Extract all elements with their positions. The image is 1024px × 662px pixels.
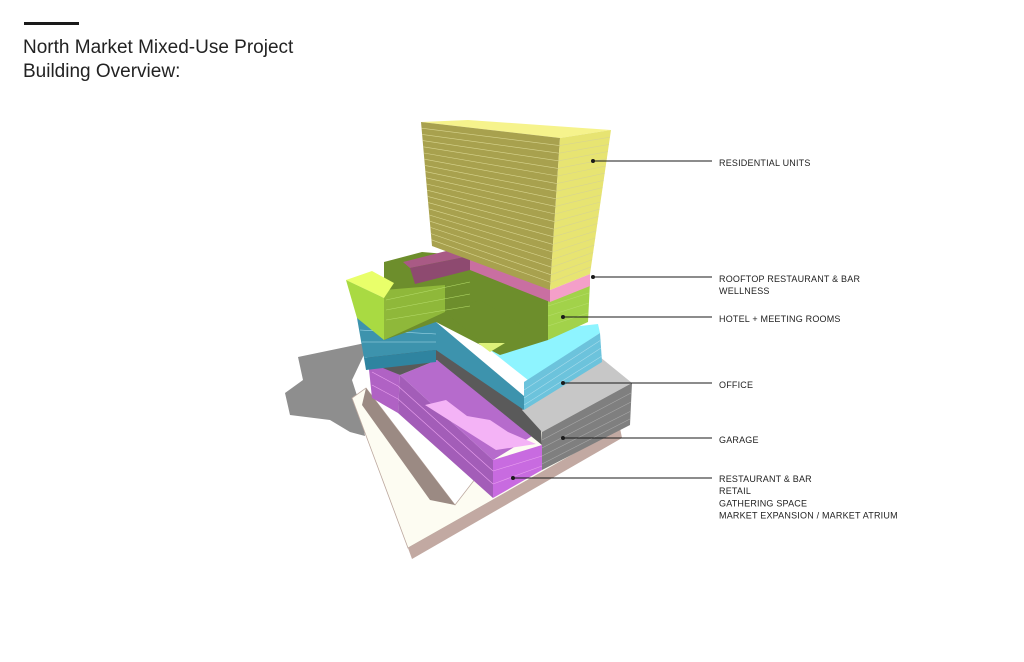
tower-floor-line — [551, 252, 594, 268]
tower-floor-line — [428, 202, 554, 238]
title-line-1: North Market Mixed-Use Project — [23, 37, 294, 58]
tower-floor-line — [554, 201, 601, 215]
tower-floor-line — [553, 223, 598, 238]
tower-floor-line — [559, 136, 610, 146]
tower-floor-line — [422, 140, 559, 162]
tower-floor-line — [557, 165, 606, 177]
tower-floor-line — [557, 158, 607, 169]
tower-floor-line — [422, 134, 560, 154]
rooftop-leader-dot — [591, 275, 595, 279]
tower-floor-line — [430, 233, 552, 276]
rooftop-label: WELLNESS — [719, 286, 770, 296]
office-leader-dot — [561, 381, 565, 385]
tower-floor-line — [556, 180, 604, 192]
tower-floor-line — [431, 239, 551, 283]
tower-floor-line — [551, 244, 595, 260]
tower-floor-line — [558, 151, 608, 162]
tower-floor-line — [426, 189, 555, 222]
tower-floor-line — [423, 152, 558, 177]
tower-floor-line — [425, 171, 557, 200]
residential-tower — [421, 120, 611, 290]
tower-floor-line — [555, 187, 603, 200]
tower-floor-line — [426, 183, 556, 215]
residential-leader-dot — [591, 159, 595, 163]
market-label: RETAIL — [719, 486, 751, 496]
program-labels: RESIDENTIAL UNITS ROOFTOP RESTAURANT & BA… — [719, 158, 898, 521]
title-line-2: Building Overview: — [23, 61, 181, 82]
page-title: North Market Mixed-Use Project Building … — [23, 36, 293, 84]
hotel-label: HOTEL + MEETING ROOMS — [719, 314, 841, 324]
tower-floor-line — [429, 220, 553, 260]
tower-floor-line — [424, 158, 558, 184]
building-shadow — [285, 342, 370, 436]
market-volume — [368, 360, 543, 498]
tower-floor-line — [430, 227, 552, 268]
office-volume — [357, 318, 603, 410]
title-accent-bar — [24, 22, 79, 25]
program-leaders — [511, 159, 712, 480]
garage-label: GARAGE — [719, 435, 759, 445]
market-label: RESTAURANT & BAR — [719, 474, 812, 484]
tower-floor-line — [554, 208, 600, 222]
tower-floor-line — [550, 266, 592, 283]
market-label: MARKET EXPANSION / MARKET ATRIUM — [719, 511, 898, 521]
tower-floor-line — [552, 230, 597, 245]
tower-floor-line — [421, 127, 560, 146]
tower-floor-line — [556, 172, 605, 184]
tower-floor-line — [550, 259, 593, 276]
tower-floor-line — [427, 196, 555, 230]
tower-floor-line — [429, 214, 553, 253]
garage-volume — [366, 340, 632, 470]
tower-floor-line — [428, 208, 554, 245]
market-leader-dot — [511, 476, 515, 480]
tower-floor-line — [552, 237, 596, 253]
office-label: OFFICE — [719, 380, 753, 390]
tower-floor-line — [553, 216, 599, 230]
garage-leader-dot — [561, 436, 565, 440]
tower-floor-line — [424, 165, 557, 192]
residential-label: RESIDENTIAL UNITS — [719, 158, 811, 168]
tower-floor-line — [423, 146, 559, 169]
hotel-leader-dot — [561, 315, 565, 319]
tower-floor-line — [555, 194, 602, 207]
tower-floor-line — [558, 144, 609, 154]
rooftop-label: ROOFTOP RESTAURANT & BAR — [719, 274, 860, 284]
market-label: GATHERING SPACE — [719, 498, 807, 508]
tower-floor-line — [425, 177, 556, 207]
